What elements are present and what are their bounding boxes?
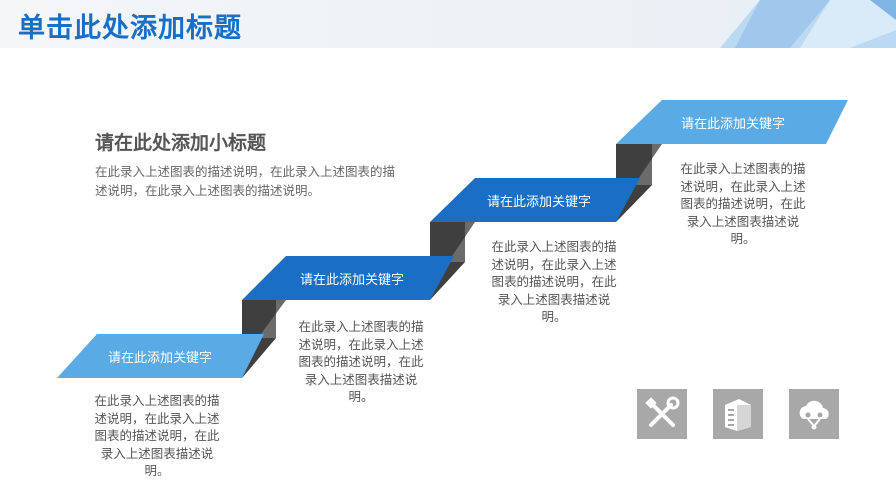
step-tread-2 — [242, 256, 454, 300]
step-riser-3-shade — [634, 144, 662, 185]
step-desc-4[interactable]: 在此录入上述图表的描述说明，在此录入上述图表的描述说明，在此录入上述图表描述说明… — [680, 161, 806, 246]
header-band: 单击此处添加标题 — [0, 0, 896, 48]
step-desc-1[interactable]: 在此录入上述图表的描述说明，在此录入上述图表的描述说明，在此录入上述图表描述说明… — [94, 393, 220, 478]
building-icon — [713, 389, 763, 439]
step-keyword-3[interactable]: 请在此添加关键字 — [486, 195, 591, 210]
step-tread-1 — [57, 334, 264, 378]
step-riser-1-shade — [258, 300, 286, 338]
tools-icon — [637, 389, 687, 439]
step-tread-3 — [430, 178, 640, 222]
step-keyword-2[interactable]: 请在此添加关键字 — [299, 273, 404, 288]
section-subtitle[interactable]: 请在此处添加小标题 — [95, 132, 267, 154]
cloud-network-icon — [789, 389, 839, 439]
step-desc-3[interactable]: 在此录入上述图表的描述说明，在此录入上述图表的描述说明，在此录入上述图表描述说明… — [491, 239, 617, 324]
step-riser-2-shade — [448, 222, 475, 262]
step-desc-2[interactable]: 在此录入上述图表的描述说明，在此录入上述图表的描述说明，在此录入上述图表描述说明… — [298, 319, 424, 404]
step-tread-4 — [616, 100, 848, 144]
header-decoration — [720, 0, 896, 48]
page-title[interactable]: 单击此处添加标题 — [18, 13, 242, 44]
step-keyword-1[interactable]: 请在此添加关键字 — [107, 351, 212, 366]
intro-text[interactable]: 在此录入上述图表的描述说明，在此录入上述图表的描述说明，在此录入上述图表的描述说… — [95, 164, 396, 198]
step-keyword-4[interactable]: 请在此添加关键字 — [680, 117, 785, 132]
